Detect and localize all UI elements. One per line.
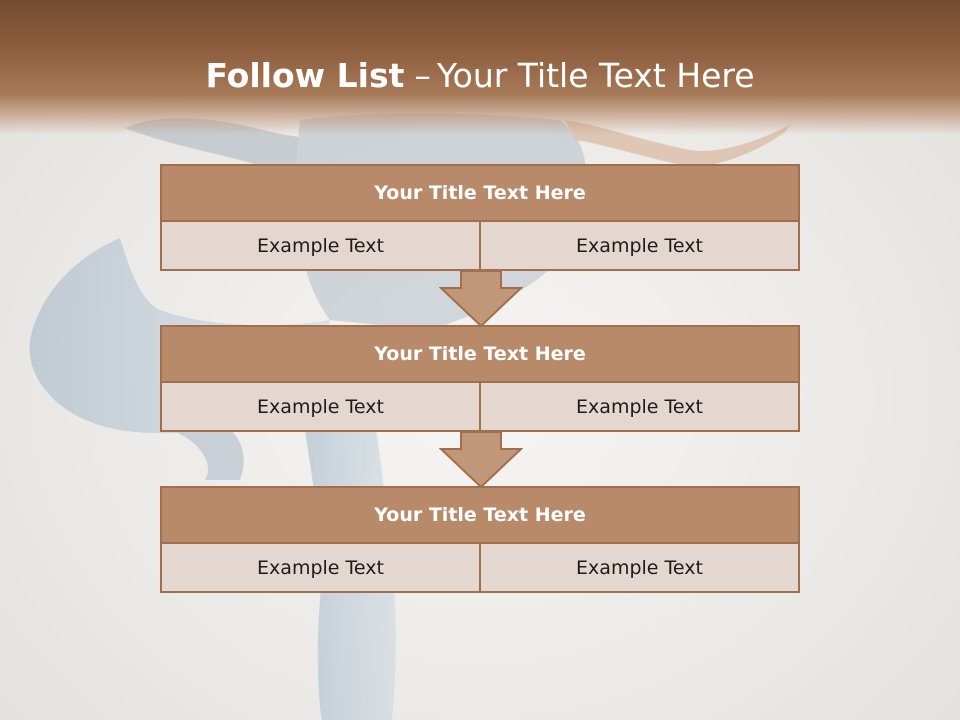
block-title: Your Title Text Here [162, 488, 798, 544]
list-block-2: Your Title Text Here Example Text Exampl… [160, 325, 800, 432]
block-row: Example Text Example Text [162, 544, 798, 591]
block-cell-left: Example Text [162, 383, 479, 430]
block-cell-right: Example Text [479, 544, 798, 591]
block-cell-right: Example Text [479, 222, 798, 269]
block-cell-right: Example Text [479, 383, 798, 430]
block-cell-left: Example Text [162, 222, 479, 269]
block-cell-left: Example Text [162, 544, 479, 591]
slide-title: Follow List–Your Title Text Here [0, 52, 960, 100]
block-title: Your Title Text Here [162, 166, 798, 222]
down-arrow-icon [439, 270, 523, 328]
block-title: Your Title Text Here [162, 327, 798, 383]
header-band [0, 0, 960, 135]
block-row: Example Text Example Text [162, 383, 798, 430]
title-rest: Your Title Text Here [436, 56, 755, 95]
title-separator: – [414, 56, 431, 95]
list-block-1: Your Title Text Here Example Text Exampl… [160, 164, 800, 271]
block-row: Example Text Example Text [162, 222, 798, 269]
down-arrow-icon [439, 431, 523, 489]
title-bold: Follow List [205, 56, 405, 95]
list-block-3: Your Title Text Here Example Text Exampl… [160, 486, 800, 593]
